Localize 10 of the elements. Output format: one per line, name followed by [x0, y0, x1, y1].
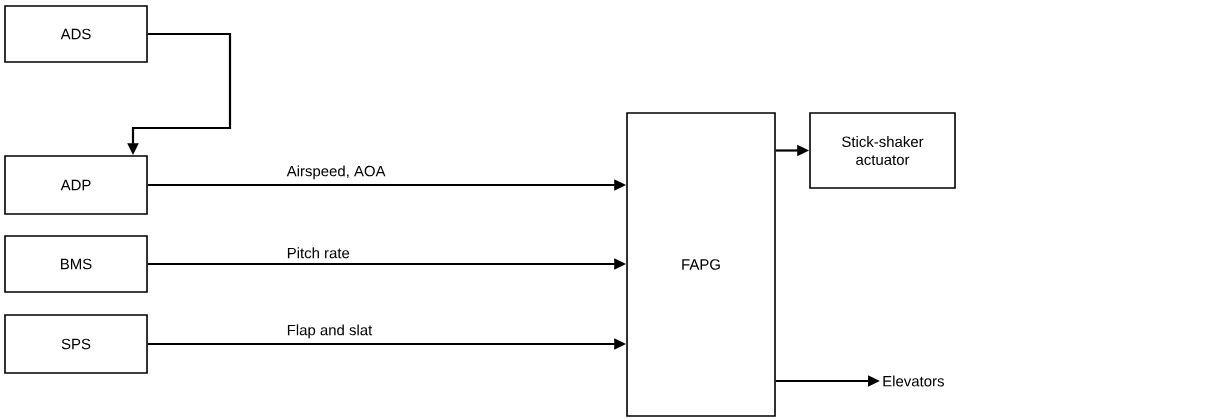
block-box: ADS: [4, 5, 148, 63]
edge-label: Airspeed, AOA: [285, 163, 388, 181]
block-box: BMS: [4, 235, 148, 293]
block-box: FAPG: [626, 112, 776, 417]
edge-label: Pitch rate: [285, 245, 352, 260]
edge-label: Flap and slat: [285, 322, 374, 340]
block-box: SPS: [4, 314, 148, 374]
output-label: Elevators: [883, 375, 944, 387]
block-box: Stick-shaker actuator: [809, 112, 956, 189]
block-box: ADP: [4, 155, 148, 215]
